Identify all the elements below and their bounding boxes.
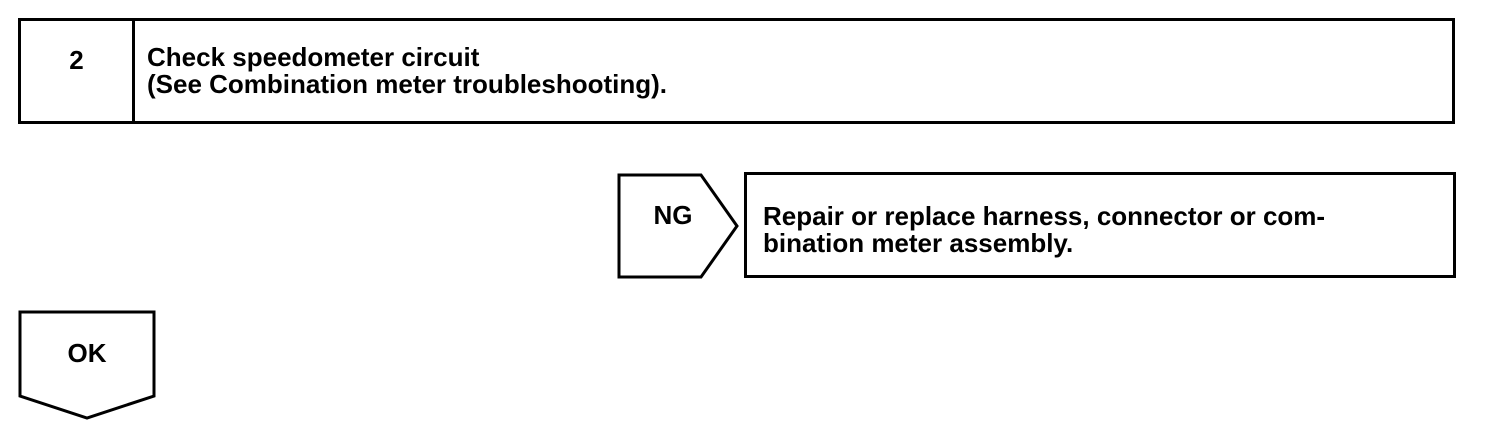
check-step-box: 2 Check speedometer circuit (See Combina… [18,18,1455,124]
ng-action-line1: Repair or replace harness, connector or … [763,201,1326,231]
step-number: 2 [21,21,135,121]
step-title: Check speedometer circuit [147,42,480,72]
ng-label: NG [653,200,693,230]
ok-label: OK [67,338,107,368]
ng-arrow-outline [617,173,739,279]
ng-action-box: Repair or replace harness, connector or … [744,172,1456,278]
step-description: Check speedometer circuit (See Combinati… [135,21,667,121]
ng-action-line2: bination meter assembly. [763,228,1074,258]
ok-arrow-outline [18,310,156,420]
step-reference: (See Combination meter troubleshooting). [147,69,668,99]
